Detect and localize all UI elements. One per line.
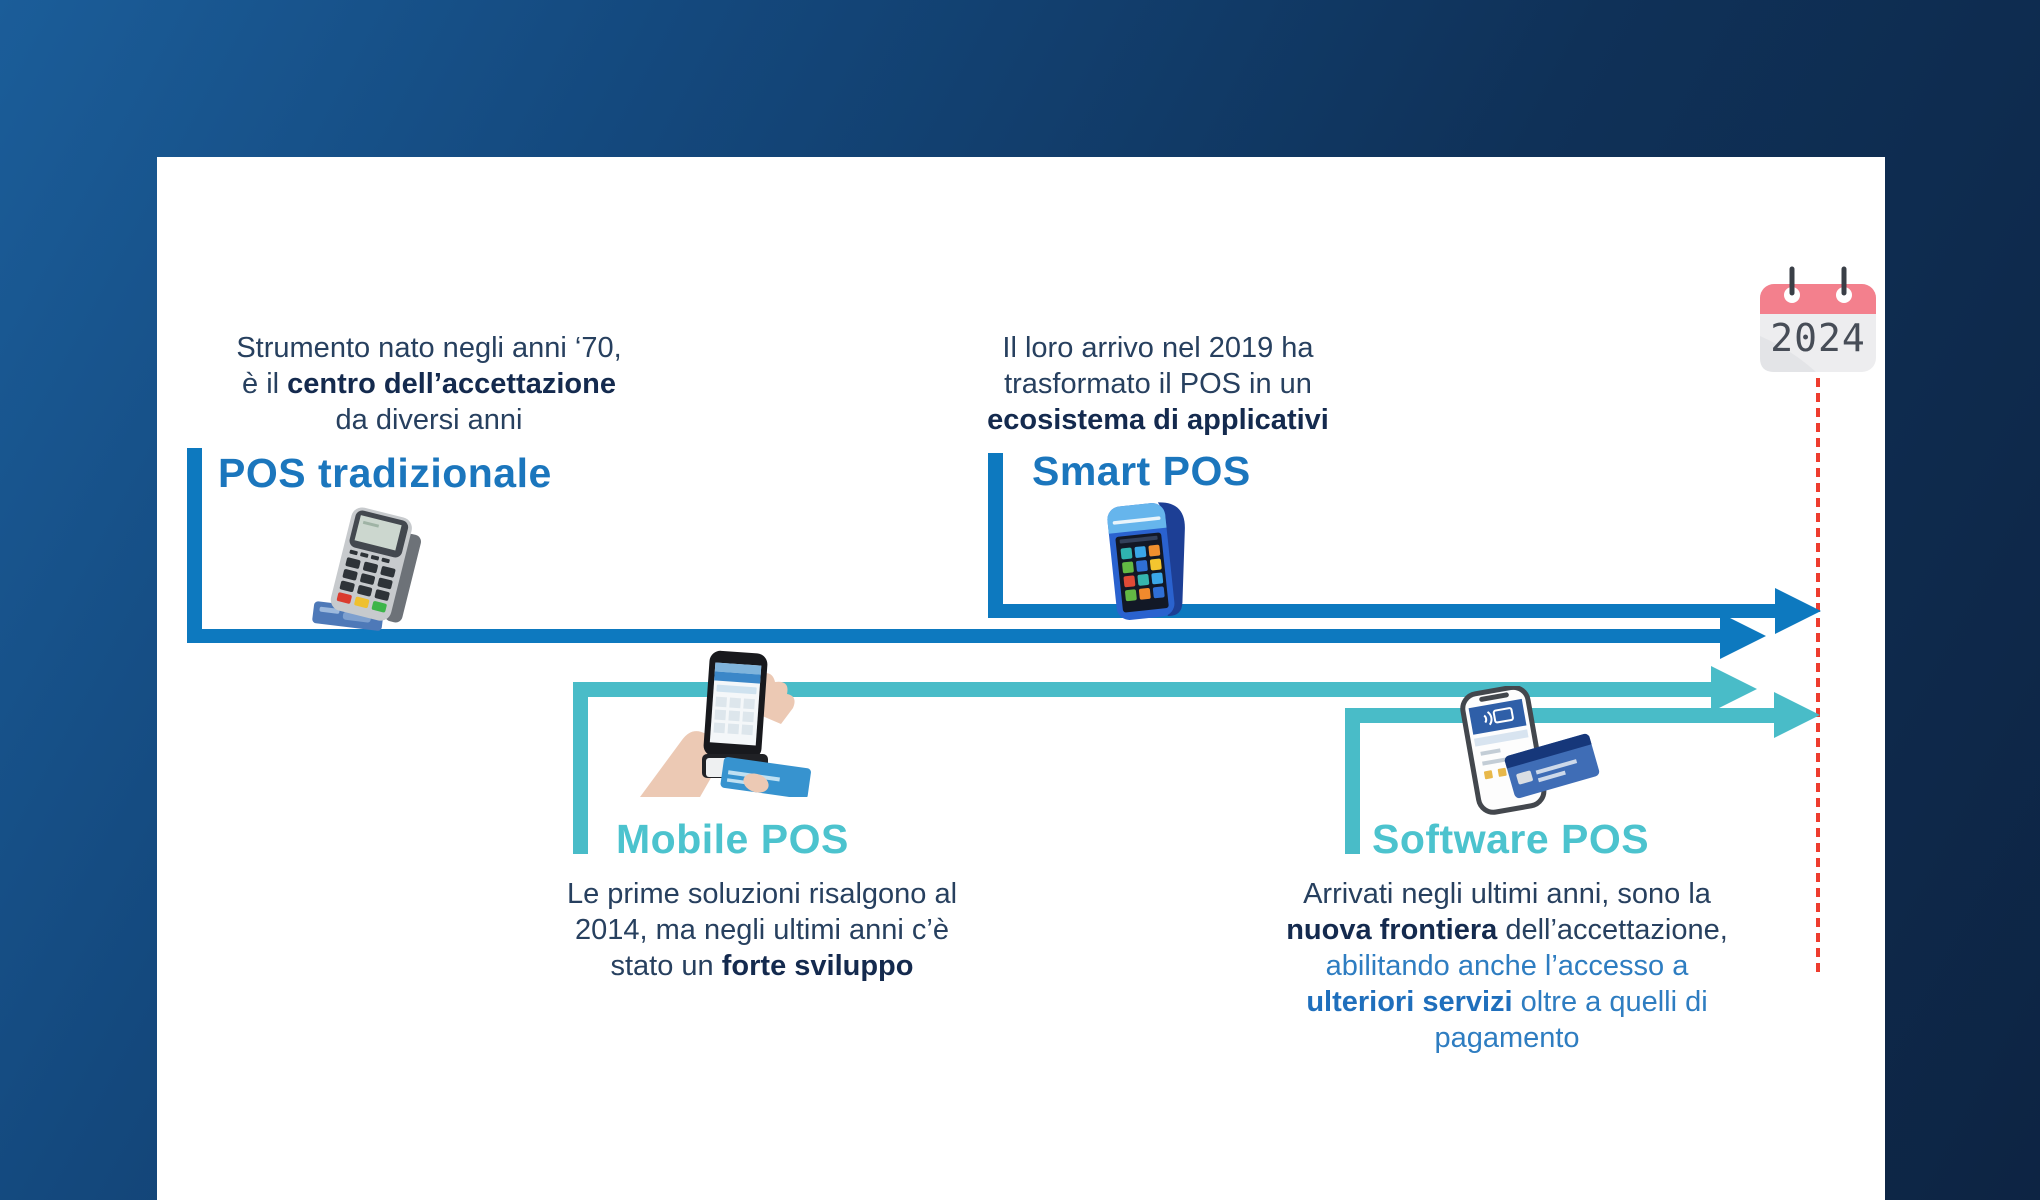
software-pos-illustration	[1460, 686, 1600, 815]
mobile-pos-illustration	[640, 650, 811, 797]
description-line: trasformato il POS in un	[1004, 368, 1312, 400]
description-line: è il centro dell’accettazione	[242, 368, 616, 400]
description-line: pagamento	[1434, 1022, 1580, 1054]
software-pos-arrowhead	[1774, 692, 1820, 738]
smart-pos-arrowhead	[1775, 588, 1821, 634]
software-pos-timeline-line	[1345, 708, 1777, 723]
calendar-year-label: 2024	[1770, 316, 1866, 360]
traditional-pos-illustration	[312, 507, 421, 631]
traditional-pos-arrowhead	[1720, 613, 1766, 659]
traditional-pos-timeline-line	[187, 629, 1723, 643]
mobile-pos-description: Le prime soluzioni risalgono al 2014, ma…	[502, 876, 1022, 984]
description-line: abilitando anche l’accesso a	[1325, 950, 1689, 982]
mobile-pos-connector-bar	[573, 682, 588, 854]
smart-pos-illustration	[1107, 502, 1185, 620]
description-line: stato un forte sviluppo	[610, 950, 914, 982]
mobile-pos-arrowhead	[1711, 666, 1757, 712]
description-line: ulteriori servizi oltre a quelli di	[1306, 986, 1708, 1018]
smart-pos-connector-bar	[988, 453, 1003, 618]
traditional-pos-description: Strumento nato negli anni ‘70, è il cent…	[169, 330, 689, 438]
software-pos-connector-bar	[1345, 708, 1360, 854]
description-line: da diversi anni	[335, 404, 523, 436]
traditional-pos-connector-bar	[187, 448, 202, 643]
mobile-pos-title: Mobile POS	[616, 816, 849, 862]
description-line: Strumento nato negli anni ‘70,	[236, 332, 622, 364]
smart-pos-timeline-line	[988, 604, 1778, 618]
description-line: Il loro arrivo nel 2019 ha	[1002, 332, 1314, 364]
software-pos-description: Arrivati negli ultimi anni, sono la nuov…	[1247, 876, 1767, 1056]
description-line: ecosistema di applicativi	[987, 404, 1329, 436]
description-line: 2014, ma negli ultimi anni c’è	[575, 914, 949, 946]
year-marker-dashed-line	[1816, 378, 1820, 975]
mobile-pos-timeline-line	[573, 682, 1713, 697]
smart-pos-description: Il loro arrivo nel 2019 ha trasformato i…	[898, 330, 1418, 438]
software-pos-title: Software POS	[1372, 816, 1650, 862]
traditional-pos-title: POS tradizionale	[218, 450, 552, 496]
smart-pos-title: Smart POS	[1032, 448, 1251, 494]
description-line: Arrivati negli ultimi anni, sono la	[1303, 878, 1711, 910]
content-card	[157, 157, 1885, 1200]
calendar-icon	[1760, 266, 1876, 372]
description-line: Le prime soluzioni risalgono al	[566, 878, 958, 910]
description-line: nuova frontiera dell’accettazione,	[1286, 914, 1728, 946]
